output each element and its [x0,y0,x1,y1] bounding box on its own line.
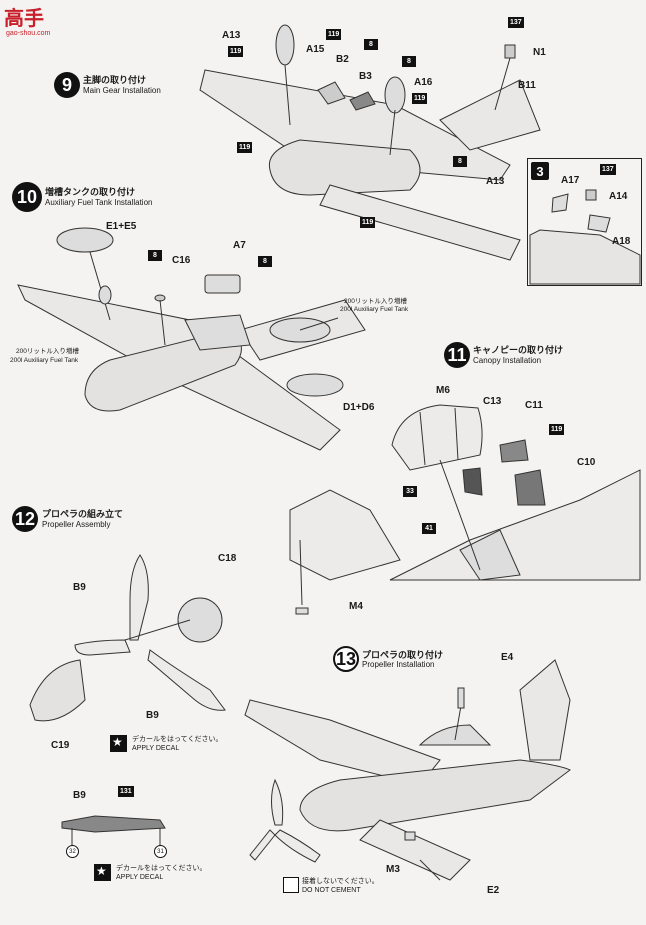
tank-note-en-left: 200l Auxiliary Fuel Tank [10,357,79,364]
step-12-title-jp: プロペラの組み立て [42,509,124,519]
part-a18: A18 [612,236,631,247]
step-10-title-jp: 増槽タンクの取り付け [45,187,136,197]
decal-note-en: APPLY DECAL [116,874,164,881]
part-m4: M4 [349,601,363,612]
paint-tag: 8 [148,250,162,261]
step-9-title-jp: 主脚の取り付け [83,75,147,85]
paint-tag: 137 [600,164,616,175]
paint-tag: 8 [453,156,467,167]
step-11-number: 11 [444,342,470,368]
paint-tag: 131 [118,786,134,797]
decal-note-jp: デカールをはってください。 [132,736,223,743]
paint-tag: 119 [549,424,565,435]
part-a17: A17 [561,175,580,186]
step-13-number: 13 [333,646,359,672]
tank-note-jp-right: 200リットル入り増槽 [344,298,407,305]
watermark-url: gao-shou.com [6,30,51,37]
part-c19: C19 [51,740,70,751]
step-9-number: 9 [54,72,80,98]
part-c11: C11 [525,400,543,411]
step-12-title-en: Propeller Assembly [42,520,111,529]
part-a13: A13 [486,176,505,187]
decal-note-en: APPLY DECAL [132,745,180,752]
decal-number: 31 [154,845,167,858]
watermark-logo: 高手 gao-shou.com [2,2,64,37]
decal-number: 32 [66,845,79,858]
part-c13: C13 [483,396,502,407]
part-a7: A7 [233,240,246,251]
paint-tag: 8 [402,56,416,67]
part-a16: A16 [414,77,433,88]
part-b9: B9 [73,582,86,593]
step-11-title-jp: キャノピーの取り付け [473,345,564,355]
step-9-title-en: Main Gear Installation [83,86,161,95]
paint-tag: 8 [364,39,378,50]
paint-tag: 33 [403,486,417,497]
part-b9: B9 [73,790,86,801]
part-a13: A13 [222,30,241,41]
part-e1-e5: E1+E5 [106,221,137,232]
no-cement-icon [283,877,299,893]
decal-icon [94,864,111,881]
decal-note-jp: デカールをはってください。 [116,865,207,872]
part-c16: C16 [172,255,191,266]
paint-tag: 119 [237,142,253,153]
part-b2: B2 [336,54,349,65]
part-m6: M6 [436,385,450,396]
decal-icon [110,735,127,752]
part-n1: N1 [533,47,546,58]
tank-note-en-right: 200l Auxiliary Fuel Tank [340,306,409,313]
tank-note-jp-left: 200リットル入り増槽 [16,348,79,355]
part-d1-d6: D1+D6 [343,402,375,413]
paint-tag: 119 [360,217,376,228]
part-e4: E4 [501,652,514,663]
part-b3: B3 [359,71,372,82]
step-10-number: 10 [12,182,42,212]
cement-note-jp: 接着しないでください。 [302,878,379,885]
cement-note-en: DO NOT CEMENT [302,887,361,894]
part-b11: B11 [518,80,536,91]
watermark-brand: 高手 [4,8,44,30]
part-b9: B9 [146,710,159,721]
paint-tag: 119 [228,46,244,57]
paint-tag: 119 [412,93,428,104]
step-10-title-en: Auxiliary Fuel Tank Installation [45,198,153,207]
part-c10: C10 [577,457,596,468]
part-a14: A14 [609,191,628,202]
inset-step-number: 3 [531,162,549,180]
step-12-number: 12 [12,506,38,532]
part-a15: A15 [306,44,325,55]
step-11-title-en: Canopy Installation [473,356,542,365]
paint-tag: 41 [422,523,436,534]
part-m3: M3 [386,864,400,875]
paint-tag: 119 [326,29,342,40]
part-e2: E2 [487,885,500,896]
inset-detail-box [527,158,642,286]
paint-tag: 8 [258,256,272,267]
step-13-title-jp: プロペラの取り付け [362,650,444,660]
part-c18: C18 [218,553,237,564]
step-13-title-en: Propeller Installation [362,660,435,669]
paint-tag: 137 [508,17,524,28]
